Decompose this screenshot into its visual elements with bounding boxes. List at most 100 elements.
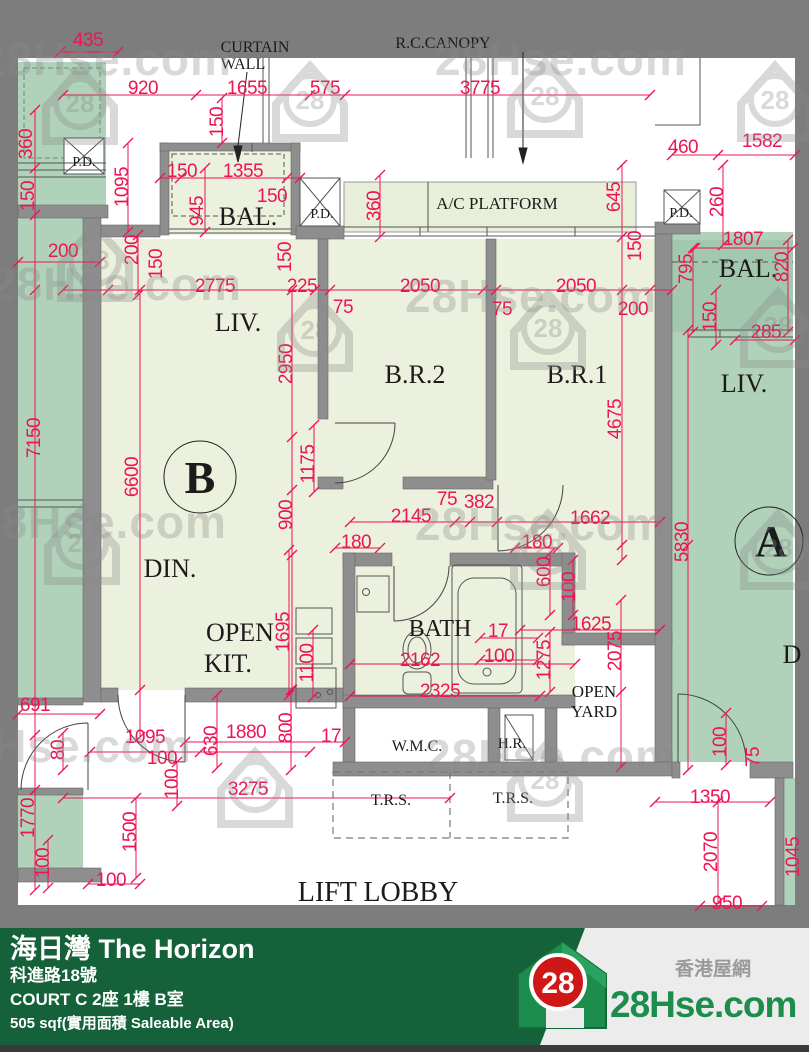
dimension-label: 2162: [400, 650, 440, 671]
room-label: B.R.1: [547, 360, 608, 389]
listing-unit: COURT C 2座 1樓 B室: [10, 990, 184, 1009]
unit-b-circle: [163, 440, 237, 514]
dimension-label: 7150: [24, 418, 45, 458]
dimension-label: 382: [464, 492, 494, 513]
dimension-label: 575: [310, 78, 340, 99]
dimension-label: 75: [437, 489, 457, 510]
brand-logo: 28 28Hse.com 香港屋網: [510, 936, 800, 1041]
dimension-label: 435: [73, 30, 103, 51]
svg-text:28: 28: [531, 765, 560, 795]
svg-text:28: 28: [761, 85, 790, 115]
room-label: T.R.S.: [493, 790, 533, 807]
dimension-label: 1655: [227, 78, 267, 99]
room-label: W.M.C.: [392, 738, 443, 755]
dimension-label: 630: [201, 726, 222, 756]
dimension-label: 600: [534, 557, 555, 587]
watermark-badge-icon: 28: [507, 56, 583, 138]
svg-text:28: 28: [296, 85, 325, 115]
dimension-label: 2070: [701, 832, 722, 872]
room-label: P.D.: [72, 155, 95, 170]
dimension-label: 820: [772, 252, 793, 282]
dimension-label: 1770: [18, 798, 39, 838]
dimension-label: 360: [16, 129, 37, 159]
dimension-label: 1695: [273, 612, 294, 652]
dimension-label: 150: [625, 231, 646, 261]
dimension-label: 1095: [112, 167, 133, 207]
trs-dashed-boxes: [332, 771, 569, 839]
dimension-label: 4675: [605, 399, 626, 439]
room-label: CURTAIN: [221, 39, 290, 56]
dimension-label: 180: [522, 532, 552, 553]
dimension-label: 1355: [223, 161, 263, 182]
dimension-label: 17: [321, 726, 341, 747]
dimension-label: 2075: [605, 631, 626, 671]
kitchen-counter: [295, 607, 333, 635]
watermark-badge-icon: 28: [44, 503, 120, 585]
dimension-label: 800: [276, 713, 297, 743]
brand-badge: 28: [541, 967, 574, 1000]
room-label: P.D.: [310, 207, 333, 222]
dimension-label: 200: [48, 241, 78, 262]
banner-bottom-bar: [0, 1045, 809, 1052]
dimension-label: 920: [128, 78, 158, 99]
dimension-label: 100: [484, 646, 514, 667]
kitchen-sink: [295, 667, 337, 709]
dimension-label: 75: [333, 297, 353, 318]
watermark-text: 28Hse.com: [0, 33, 232, 85]
room-label: R.C.CANOPY: [395, 35, 491, 52]
room-label: A/C PLATFORM: [436, 194, 557, 213]
watermark-badge-icon: 28: [510, 288, 586, 370]
room-label: T.R.S.: [371, 792, 411, 809]
dimension-label: 100: [559, 572, 580, 602]
toilet: [402, 630, 432, 670]
hose-reel: [504, 714, 534, 761]
watermark-badge-icon: 28: [510, 508, 586, 590]
svg-text:28: 28: [764, 533, 793, 563]
dimension-label: 285: [751, 322, 781, 343]
room-label: LIV.: [721, 369, 767, 398]
dimension-label: 180: [341, 532, 371, 553]
brand-house-icon: 28: [517, 940, 607, 1029]
bathtub: [451, 564, 523, 694]
dimension-label: 100: [33, 848, 54, 878]
listing-title: 海日灣 The Horizon: [10, 934, 255, 964]
svg-text:28: 28: [81, 245, 110, 275]
watermark-text: 28Hse.com: [0, 720, 192, 772]
dimension-label: 2325: [420, 681, 460, 702]
dimension-label: 460: [668, 137, 698, 158]
dimension-label: 2950: [276, 344, 297, 384]
dimension-label: 100: [147, 748, 177, 769]
watermark-badge-icon: 28: [740, 508, 809, 590]
info-banner: 海日灣 The Horizon 科進路18號 COURT C 2座 1樓 B室 …: [0, 928, 809, 1052]
watermark-text: 28Hse.com: [0, 258, 242, 310]
room-label: H.R.: [498, 736, 526, 752]
room-label: DIN.: [144, 554, 197, 583]
room-label: OPEN: [206, 618, 274, 647]
dimension-label: 2775: [195, 276, 235, 297]
dimension-label: 150: [257, 186, 287, 207]
room-label: P.D.: [669, 206, 692, 221]
room-label: BAL.: [219, 202, 278, 231]
dimension-label: 691: [20, 695, 50, 716]
dimension-label: 200: [122, 235, 143, 265]
dimension-label: 1175: [298, 445, 319, 484]
dimension-label: 645: [604, 182, 625, 212]
svg-text:28: 28: [534, 533, 563, 563]
dimension-label: 100: [96, 870, 126, 891]
dimension-label: 2050: [400, 276, 440, 297]
dimension-label: 1100: [297, 644, 318, 683]
watermark-text: 28Hse.com: [415, 498, 667, 550]
dimension-label: 75: [743, 747, 764, 767]
dimension-label: 1880: [226, 722, 266, 743]
dimension-label: 1500: [120, 812, 141, 852]
dimension-label: 150: [167, 161, 197, 182]
svg-text:28: 28: [531, 81, 560, 111]
svg-text:28: 28: [68, 528, 97, 558]
room-label: D: [783, 640, 802, 669]
room-label: WALL: [221, 56, 265, 73]
thin-lines: [18, 58, 793, 508]
